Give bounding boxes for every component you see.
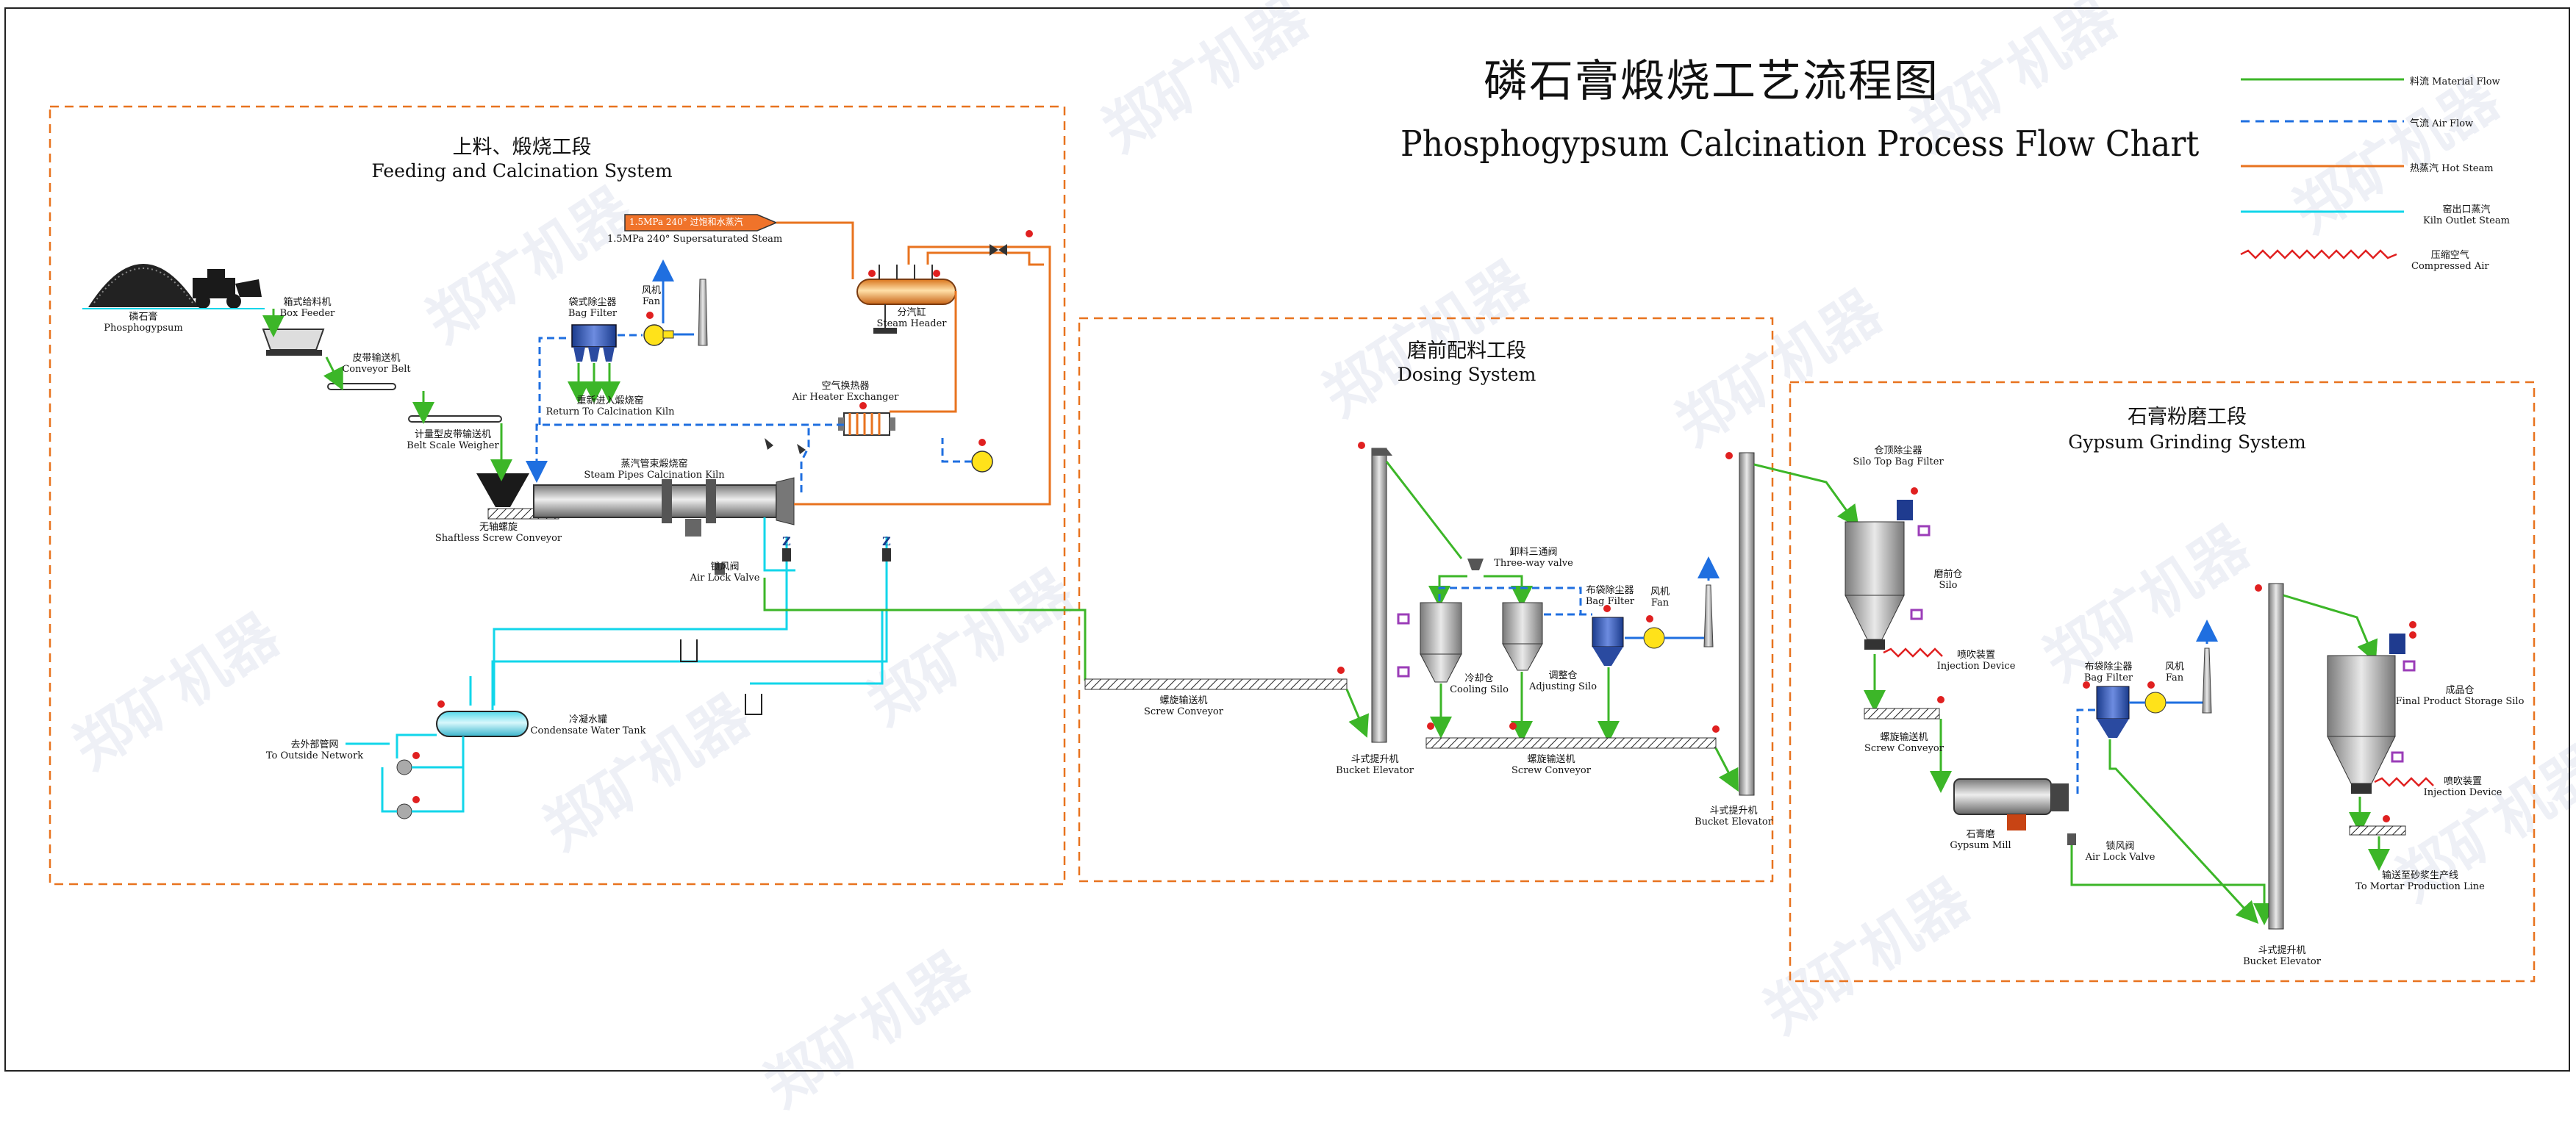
section-feeding-en: Feeding and Calcination System <box>371 160 673 182</box>
bucket-elevator-2 <box>1725 452 1755 796</box>
legend-material-label: 料流 Material Flow <box>2410 76 2500 87</box>
title-zh: 磷石膏煅烧工艺流程图 <box>1484 56 1939 107</box>
section-dosing-en: Dosing System <box>1397 364 1536 385</box>
loader-icon <box>193 269 262 309</box>
box-feeder <box>262 329 325 351</box>
phosphogypsum-pile <box>88 264 198 307</box>
bag-filter-1 <box>571 324 617 362</box>
bucket-elevator-3 <box>2255 583 2284 930</box>
screw-conveyor-3 <box>1864 696 1944 720</box>
gypsum-mill <box>1953 778 2069 830</box>
screw-conveyor-2 <box>1425 722 1720 749</box>
fan-3 <box>2144 692 2167 714</box>
shaftless-hopper <box>476 473 529 507</box>
pre-grinding-silo <box>1845 487 1931 650</box>
bag-filter-2 <box>1592 605 1624 666</box>
cooling-silo <box>1397 602 1462 683</box>
air-heater-exchanger <box>838 402 895 436</box>
section-feeding-zh: 上料、煅烧工段 <box>452 136 592 159</box>
bag-filter-3 <box>2096 686 2130 738</box>
label-steam-tag-en: 1.5MPa 240° Supersaturated Steam <box>607 234 783 245</box>
adjusting-silo <box>1502 602 1543 671</box>
fan-1 <box>643 324 665 346</box>
steam-tag <box>624 214 778 232</box>
section-box-dosing <box>1078 317 1774 883</box>
flow-chart-canvas: 郑矿机器 郑矿机器 郑矿机器 郑矿机器 郑矿机器 郑矿机器 郑矿机器 郑矿机器 … <box>4 0 2576 1121</box>
title-en: Phosphogypsum Calcination Process Flow C… <box>1400 123 2200 165</box>
fan-air-heater <box>971 451 993 473</box>
three-way-valve <box>1467 559 1484 570</box>
pump-2 <box>396 803 412 819</box>
belt-scale-weigher <box>408 415 502 423</box>
section-grinding-en: Gypsum Grinding System <box>2068 431 2306 453</box>
drawing-frame <box>4 7 2570 1072</box>
legend-steam-label: 热蒸汽 Hot Steam <box>2410 163 2494 174</box>
screw-conveyor-4 <box>2349 815 2406 836</box>
exhaust-stack-3 <box>2202 647 2212 714</box>
section-box-feeding <box>49 105 1066 886</box>
svg-text:Z: Z <box>782 534 791 548</box>
label-steam-tag-zh: 1.5MPa 240° 过饱和水蒸汽 <box>629 217 743 227</box>
exhaust-stack-2 <box>1703 584 1714 647</box>
section-grinding-zh: 石膏粉磨工段 <box>2128 406 2247 428</box>
fan-2 <box>1643 627 1665 649</box>
legend-compressed-air-line <box>2240 249 2397 259</box>
condensate-water-tank <box>436 700 529 737</box>
svg-text:Z: Z <box>882 534 891 548</box>
calcination-kiln <box>533 477 795 537</box>
steam-header <box>856 230 1033 334</box>
conveyor-belt <box>327 383 396 390</box>
screw-conveyor-1 <box>1084 667 1348 690</box>
section-box-grinding <box>1789 381 2536 983</box>
final-product-silo <box>2327 621 2416 794</box>
air-lock-valve-1 <box>715 563 725 575</box>
pump-1 <box>396 759 412 775</box>
section-dosing-zh: 磨前配料工段 <box>1407 340 1526 362</box>
exhaust-stack-1 <box>698 279 708 346</box>
process-diagram-svg: Z Z <box>49 78 2536 983</box>
legend-air-label: 气流 Air Flow <box>2410 118 2474 129</box>
bucket-elevator-1 <box>1358 442 1392 743</box>
air-lock-valve-2 <box>2067 833 2076 845</box>
